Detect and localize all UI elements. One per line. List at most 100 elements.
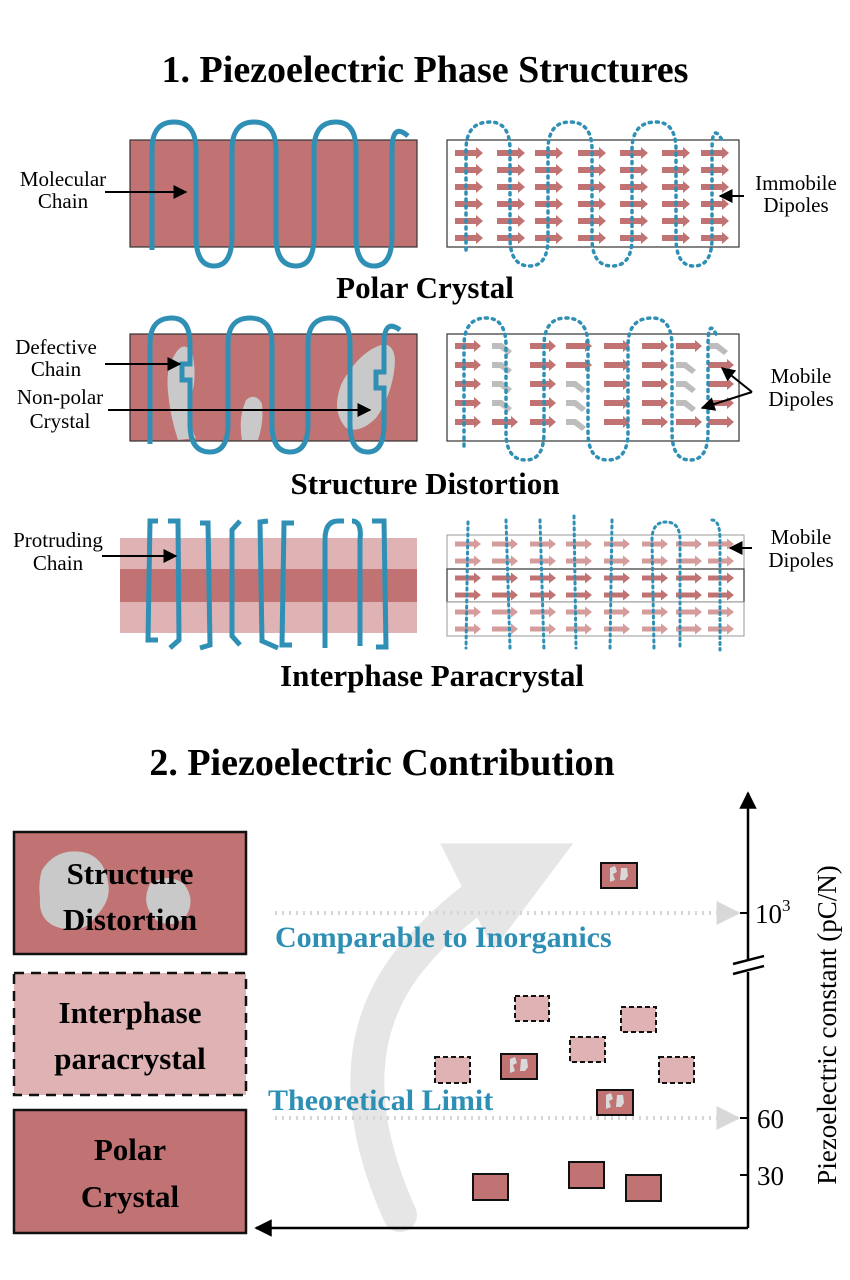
dipole-arrow [676, 340, 702, 352]
box-label: Polar [94, 1132, 167, 1167]
box-label: Structure [67, 856, 194, 891]
dipole-arrow [455, 181, 483, 193]
dipole-arrow [497, 198, 525, 210]
light-crystal-band [120, 538, 417, 569]
annotation-limit: Theoretical Limit [268, 1084, 493, 1117]
dipole-arrow [604, 359, 630, 371]
y-axis-label: Piezoelectric constant (pC/N) [812, 865, 842, 1184]
protruding-chain-label: Protruding [13, 528, 103, 552]
dipole-arrow [604, 538, 630, 550]
polar-crystal-caption: Polar Crystal [336, 270, 514, 305]
pointer-arrow [720, 367, 753, 393]
dipole-arrow [701, 164, 729, 176]
mobile-dipole-arrow [566, 400, 586, 412]
dipole-arrow [604, 416, 630, 428]
dipole-arrow [662, 181, 690, 193]
polar-marker [472, 1173, 509, 1201]
crystal-band [120, 569, 417, 602]
distortion-right: Mobile Dipoles [446, 316, 834, 462]
dipole-arrow [676, 606, 702, 618]
dipole-frame [446, 534, 745, 570]
dipole-arrow [642, 378, 668, 390]
box-label-2: paracrystal [54, 1041, 206, 1076]
dipole-arrow [566, 606, 592, 618]
dipole-arrow [566, 572, 592, 584]
dipole-arrow [455, 340, 481, 352]
section2-title: 2. Piezoelectric Contribution [149, 742, 614, 784]
mobile-dipole-arrow [492, 400, 512, 412]
dipole-arrow [455, 416, 481, 428]
dipole-arrow [604, 378, 630, 390]
dipole-arrow [492, 623, 518, 635]
dipole-arrow [492, 606, 518, 618]
non-polar-crystal-label: Non-polar [17, 385, 103, 409]
dipole-arrow [578, 215, 606, 227]
tick-label-30: 30 [757, 1161, 784, 1191]
structure-distortion-box: Structure Distortion [12, 830, 248, 956]
dipole-arrow [604, 572, 630, 584]
non-polar-region [240, 396, 263, 440]
distortion-left: Defective Chain Non-polar Crystal [15, 315, 418, 455]
dipole-arrow [530, 555, 556, 567]
dipole-arrow [676, 623, 702, 635]
molecular-chain-label: Molecular [20, 167, 106, 191]
dipole-arrow [676, 572, 702, 584]
dipole-arrow [642, 397, 668, 409]
polar-marker [625, 1174, 662, 1202]
interphase-paracrystal-caption: Interphase Paracrystal [280, 658, 584, 693]
mobile-dipoles-label-2: Dipoles [768, 548, 833, 572]
dipole-arrow [604, 606, 630, 618]
dipole-grid [455, 538, 734, 635]
mobile-dipole-arrow [676, 362, 696, 374]
dipole-arrow [455, 623, 481, 635]
chain-dotted [464, 120, 724, 268]
dipole-arrow [620, 232, 648, 244]
annotation-inorganic: Comparable to Inorganics [275, 921, 612, 954]
dipole-arrow [455, 538, 481, 550]
dipole-arrow [455, 215, 483, 227]
dipole-arrow [642, 340, 668, 352]
dipole-arrow [566, 538, 592, 550]
axis-break [732, 964, 765, 976]
box-label-2: Distortion [63, 902, 197, 937]
dipole-arrow [492, 538, 518, 550]
polar-marker [568, 1161, 605, 1189]
dipole-arrow [566, 555, 592, 567]
defective-chain-label: Defective [15, 335, 97, 359]
non-polar-region [146, 878, 191, 925]
dipole-grid [455, 340, 734, 431]
mobile-dipoles-label-2: Dipoles [768, 387, 833, 411]
dipole-arrow [566, 359, 592, 371]
interphase-marker [514, 995, 550, 1022]
dipole-arrow [642, 416, 668, 428]
dipole-arrow [676, 416, 702, 428]
polar-crystal-box: Polar Crystal [12, 1108, 248, 1235]
dipole-arrow [566, 623, 592, 635]
dipole-arrow [620, 198, 648, 210]
trend-arrow [350, 843, 574, 1232]
dipole-arrow [604, 397, 630, 409]
dipole-arrow [604, 555, 630, 567]
dipole-arrow [578, 181, 606, 193]
dipole-arrow [566, 340, 592, 352]
dipole-arrow [604, 623, 630, 635]
dipole-arrow [701, 147, 729, 159]
dipole-frame [446, 139, 740, 248]
structure-distortion-caption: Structure Distortion [291, 466, 560, 501]
dipole-arrow [662, 147, 690, 159]
box-label: Interphase [59, 995, 202, 1030]
mobile-dipoles-label: Mobile [771, 525, 832, 549]
interphase-marker [569, 1036, 606, 1063]
mobile-dipole-arrow [566, 419, 586, 431]
chain-dotted [464, 514, 722, 652]
interphase-marker [434, 1056, 471, 1084]
axis: 103 60 30 Piezoelectric constant (pC/N) [254, 791, 842, 1237]
dipole-arrow [642, 606, 668, 618]
dipole-arrow [701, 232, 729, 244]
dipole-arrow [604, 340, 630, 352]
dipole-arrow [620, 181, 648, 193]
dipole-arrow [642, 572, 668, 584]
axis-break [732, 954, 765, 966]
immobile-dipoles-label-2: Dipoles [763, 193, 828, 217]
distortion-marker [500, 1053, 538, 1080]
